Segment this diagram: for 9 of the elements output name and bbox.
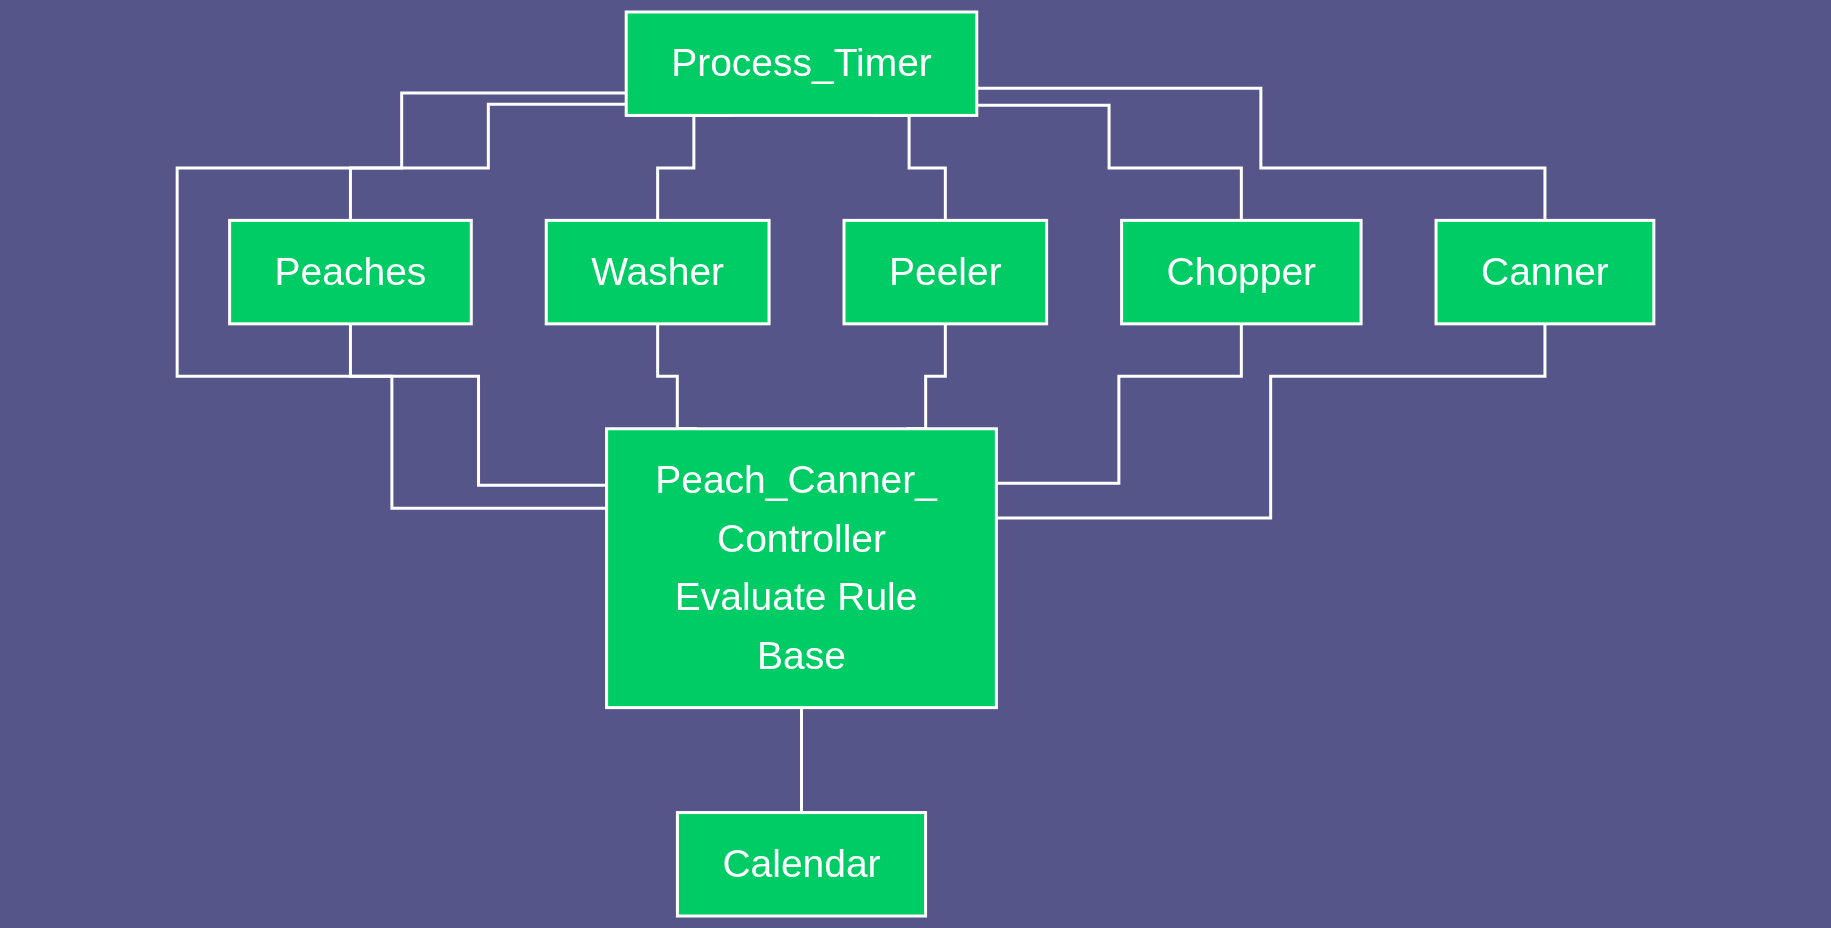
connector — [175, 91, 627, 510]
node-box: Chopper — [1120, 218, 1363, 326]
node-box: Calendar — [675, 811, 928, 918]
node-box: Washer — [544, 218, 771, 326]
node-box: Peach_Canner_ Controller Evaluate Rule Base — [605, 427, 998, 710]
node-box: Canner — [1434, 218, 1656, 326]
node-box: Peeler — [842, 218, 1049, 326]
node-box: Process_Timer — [624, 10, 979, 117]
node-box: Peaches — [228, 218, 473, 326]
